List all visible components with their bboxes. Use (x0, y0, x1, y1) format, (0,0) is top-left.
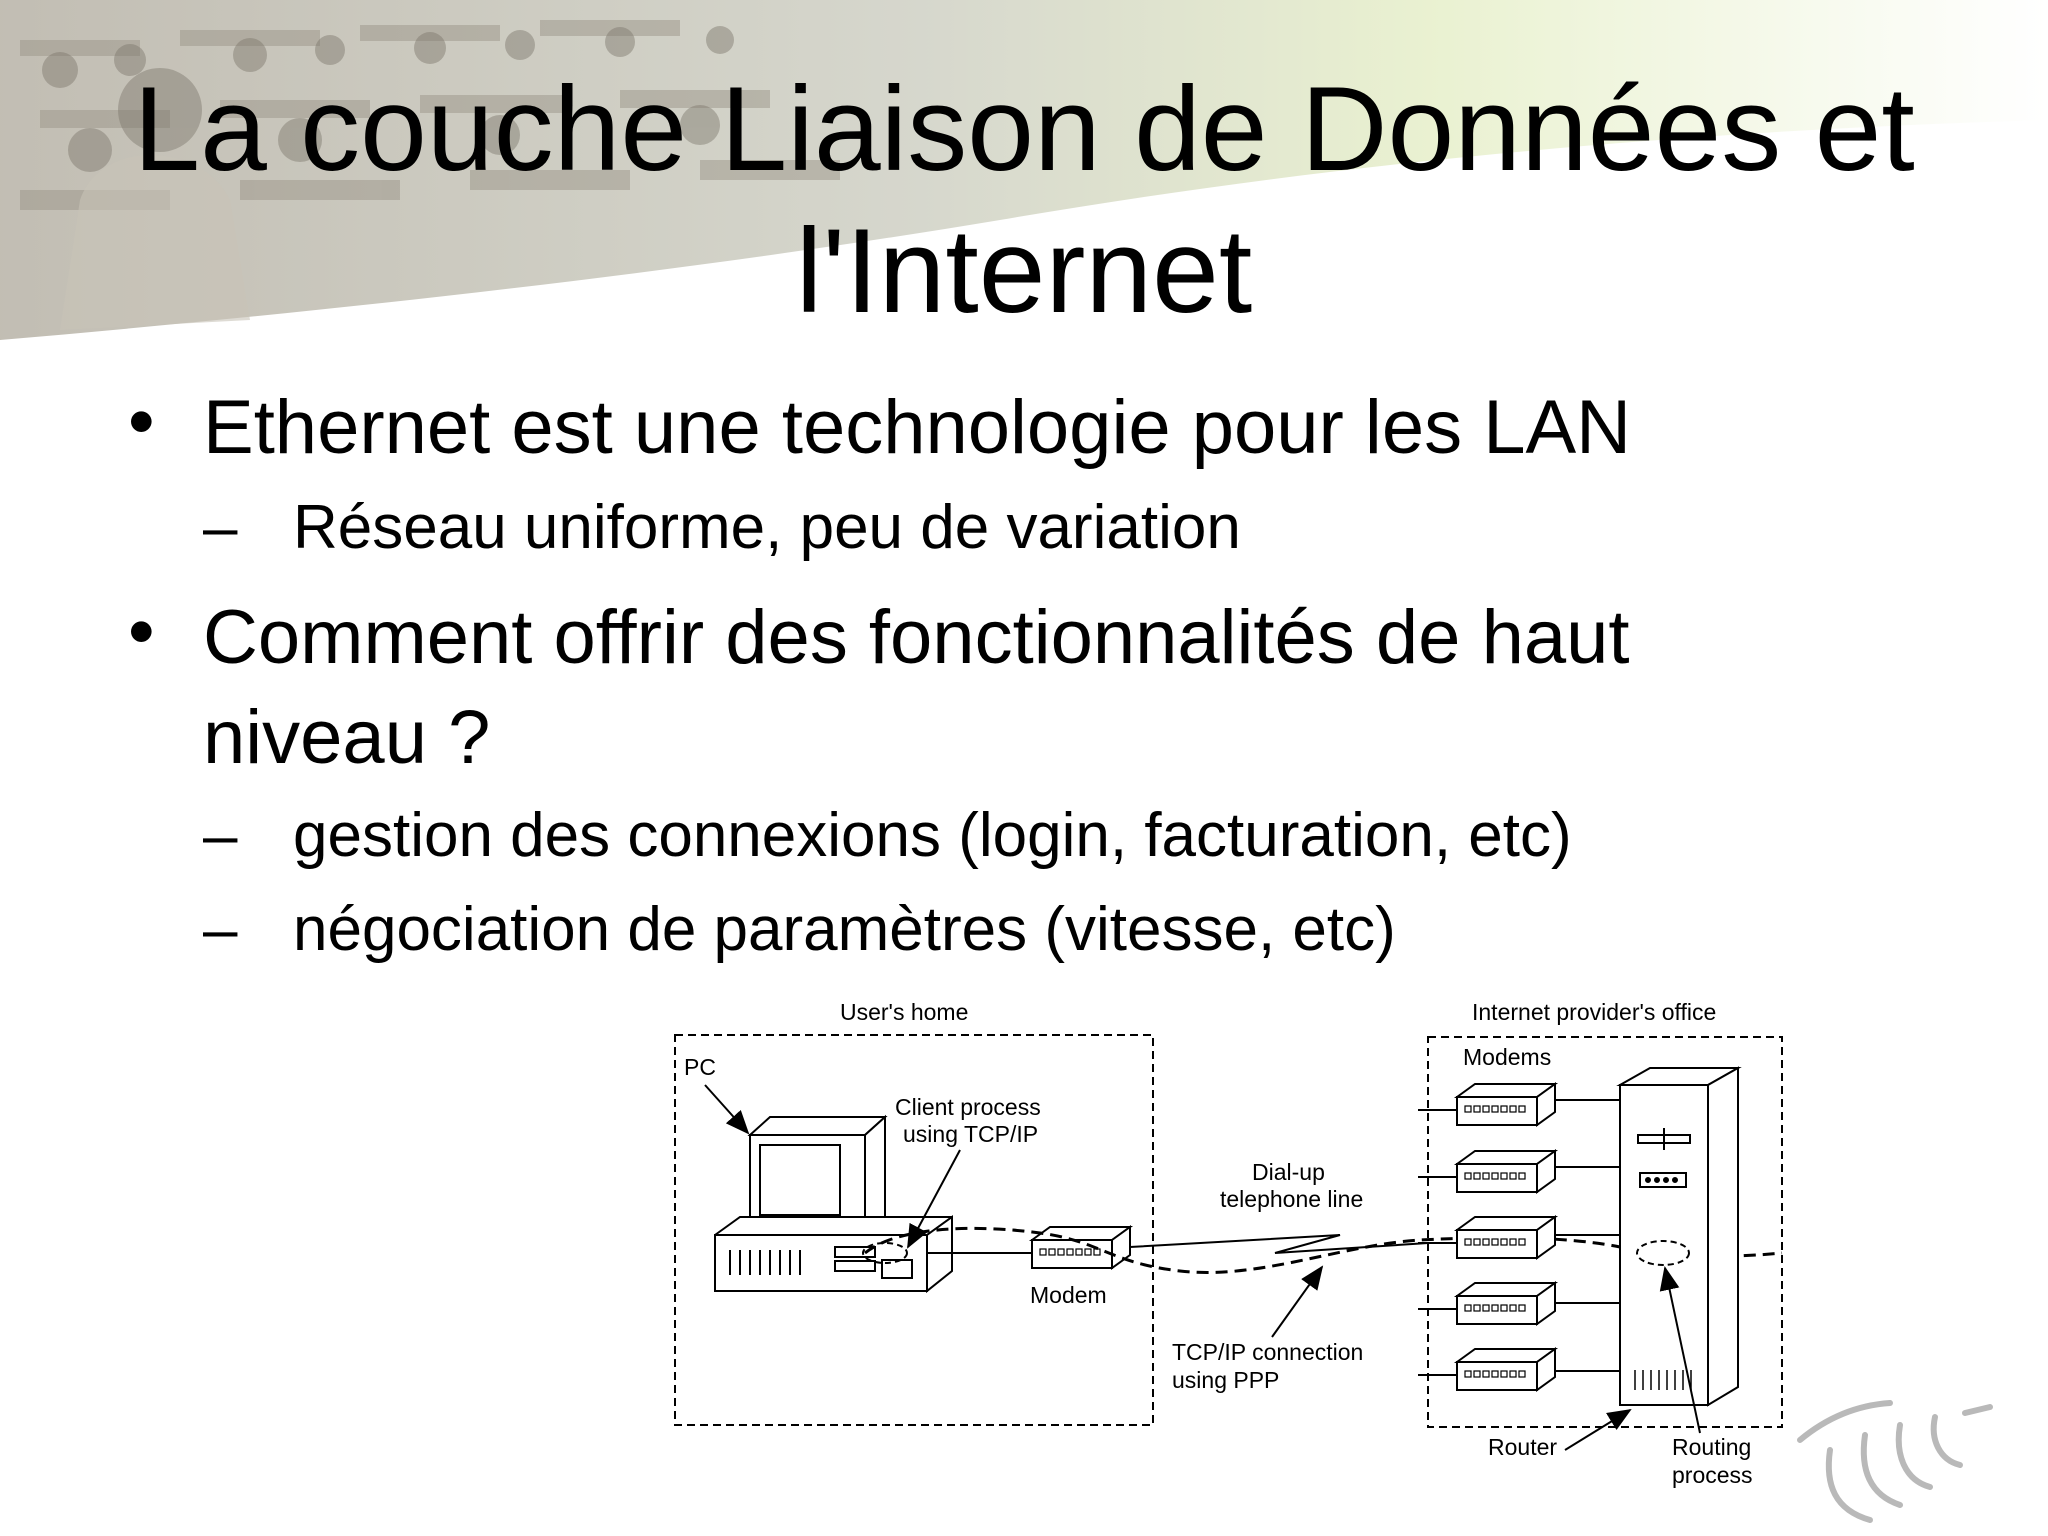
tcpip-connection-arrow (1271, 1265, 1324, 1338)
provider-modem-1-icon (1418, 1082, 1620, 1127)
router-arrow (1564, 1408, 1632, 1451)
routing-process-arrow (1659, 1266, 1701, 1434)
provider-office-label: Internet provider's office (1472, 999, 1716, 1025)
tcpip-ppp-connection-path (864, 1226, 1783, 1274)
client-process-arrow (907, 1149, 961, 1249)
provider-modem-2-icon (1418, 1149, 1620, 1194)
lecture-hall-banner (0, 0, 2048, 340)
client-process-ellipse (862, 1242, 908, 1264)
bullet-marker: • (128, 589, 155, 674)
bullet-high-level-features: • Comment offrir des fonctionnalités de … (128, 588, 1803, 788)
router-tower-icon (1616, 1066, 1742, 1407)
provider-office-boundary (1427, 1036, 1783, 1428)
sub-bullet-uniform-network: – Réseau uniforme, peu de variation (203, 490, 1241, 566)
pc-computer-icon (714, 1114, 953, 1294)
home-modem-label: Modem (1030, 1282, 1107, 1308)
users-home-boundary (674, 1034, 1154, 1426)
provider-modem-bank (1418, 1082, 1620, 1392)
provider-modem-4-icon (1418, 1281, 1620, 1326)
pc-label: PC (684, 1054, 716, 1080)
home-modem-icon (1028, 1225, 1134, 1270)
dialup-label-line-2: telephone line (1220, 1186, 1363, 1212)
sub-bullet-connection-management: – gestion des connexions (login, factura… (203, 798, 1572, 874)
provider-modem-5-icon (1418, 1347, 1620, 1392)
sub-bullet-marker: – (203, 801, 238, 870)
pc-pointer-arrow (704, 1084, 750, 1135)
dialup-label-line-1: Dial-up (1252, 1159, 1325, 1185)
bullet-text-line-2: niveau ? (203, 695, 491, 780)
sub-bullet-text: Réseau uniforme, peu de variation (293, 493, 1241, 562)
tcpip-label-line-2: using PPP (1172, 1367, 1279, 1393)
routing-process-ellipse (1636, 1240, 1690, 1266)
sub-bullet-text: négociation de paramètres (vitesse, etc) (293, 895, 1396, 964)
university-logo-icon (1797, 1400, 1993, 1523)
provider-modem-3-icon (1418, 1215, 1620, 1260)
bullet-ethernet: • Ethernet est une technologie pour les … (128, 378, 1632, 478)
bullet-text-line-1: Comment offrir des fonctionnalités de ha… (203, 595, 1630, 680)
sub-bullet-marker: – (203, 895, 238, 964)
slide-title: La couche Liaison de Données et l'Intern… (0, 58, 2048, 342)
sub-bullet-marker: – (203, 493, 238, 562)
dialup-telephone-line (1129, 1234, 1429, 1254)
tcpip-label-line-1: TCP/IP connection (1172, 1339, 1363, 1365)
bullet-text: Ethernet est une technologie pour les LA… (203, 385, 1632, 470)
client-process-label-line-1: Client process (895, 1094, 1041, 1120)
router-label: Router (1488, 1434, 1557, 1460)
ppp-dialup-diagram: User's home Internet provider's office M… (674, 999, 1783, 1488)
sub-bullet-parameter-negotiation: – négociation de paramètres (vitesse, et… (203, 892, 1396, 968)
sub-bullet-text: gestion des connexions (login, facturati… (293, 801, 1572, 870)
slide-title-line-2: l'Internet (795, 204, 1253, 338)
slide-title-line-1: La couche Liaison de Données et (133, 62, 1915, 196)
routing-process-label-line-1: Routing (1672, 1434, 1751, 1460)
users-home-label: User's home (840, 999, 968, 1025)
bullet-marker: • (128, 379, 155, 464)
modems-label: Modems (1463, 1044, 1551, 1070)
client-process-label-line-2: using TCP/IP (903, 1121, 1038, 1147)
routing-process-label-line-2: process (1672, 1462, 1753, 1488)
